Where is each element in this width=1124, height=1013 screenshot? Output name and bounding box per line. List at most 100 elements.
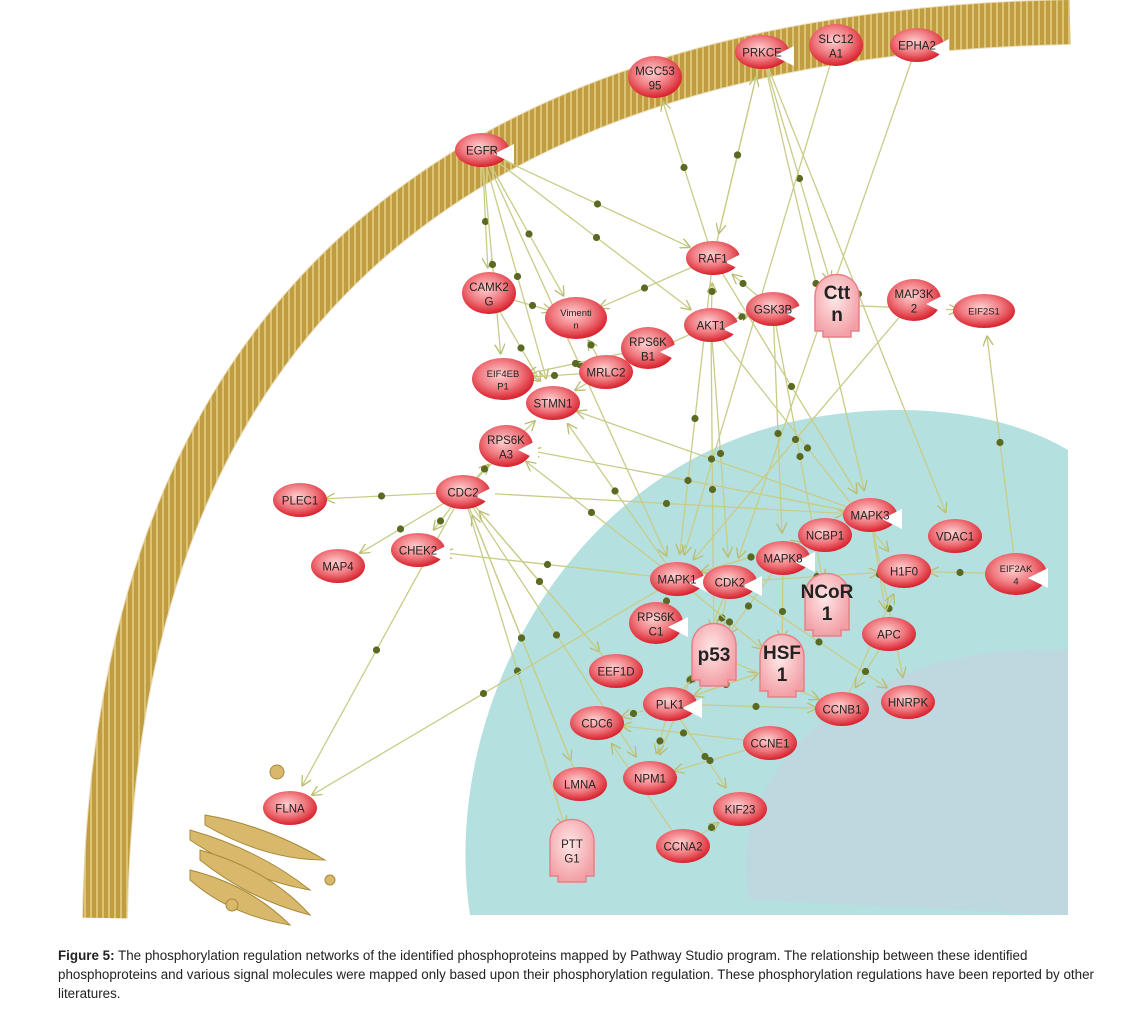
node-GSK3B[interactable]: GSK3B: [746, 292, 805, 326]
node-NCBP1[interactable]: NCBP1: [798, 518, 852, 552]
node-CCNA2[interactable]: CCNA2: [656, 829, 710, 863]
node-label: GSK3B: [754, 304, 793, 316]
node-EIF2S1[interactable]: EIF2S1: [953, 294, 1015, 328]
node-label: CDK2: [715, 577, 746, 589]
node-label: NCBP1: [806, 530, 844, 542]
node-PRKCE[interactable]: PRKCE: [735, 35, 794, 69]
node-PLEC1[interactable]: PLEC1: [273, 483, 327, 517]
node-label: MAPK3: [851, 510, 890, 522]
node-CCNE1[interactable]: CCNE1: [743, 726, 797, 760]
node-CCNB1[interactable]: CCNB1: [815, 692, 869, 726]
node-LMNA[interactable]: LMNA: [553, 767, 607, 801]
node-MAPK1[interactable]: MAPK1: [650, 562, 709, 596]
oval-shape: [877, 554, 931, 588]
node-RPS6KC1[interactable]: RPS6K C1: [629, 602, 688, 644]
edge-dot: [480, 465, 489, 473]
node-label: APC: [877, 629, 901, 641]
transcription-factor-shape: [549, 818, 595, 883]
node-CDC2[interactable]: CDC2: [436, 475, 495, 509]
oval-shape: [311, 549, 365, 583]
node-MAPK3[interactable]: MAPK3: [843, 498, 902, 532]
node-label: RPS6K: [637, 612, 675, 624]
oval-shape: [545, 297, 607, 339]
node-EEF1D[interactable]: EEF1D: [589, 654, 643, 688]
edge-dot: [733, 151, 742, 159]
node-label: EGFR: [466, 145, 498, 157]
node-label: CDC2: [447, 487, 478, 499]
node-CHEK2[interactable]: CHEK2: [391, 533, 450, 567]
node-PLK1[interactable]: PLK1: [643, 687, 702, 721]
edge-MAPK3-STMN1: [578, 412, 871, 516]
oval-shape: [928, 519, 982, 553]
node-VDAC1[interactable]: VDAC1: [928, 519, 982, 553]
node-label: Ctt: [824, 283, 851, 304]
node-NPM1[interactable]: NPM1: [623, 761, 677, 795]
node-p53[interactable]: p53: [691, 622, 737, 687]
node-H1F0[interactable]: H1F0: [877, 554, 931, 588]
node-RAF1[interactable]: RAF1: [686, 241, 745, 275]
edge-EGFR-CAMK2G: [481, 149, 488, 267]
kinase-shape: [479, 425, 533, 467]
node-label: PRKCE: [742, 47, 782, 59]
node-STMN1[interactable]: STMN1: [526, 386, 580, 420]
oval-shape: [553, 767, 607, 801]
node-label: RPS6K: [629, 337, 667, 349]
node-MAP4[interactable]: MAP4: [311, 549, 365, 583]
oval-shape: [263, 791, 317, 825]
edge-dot: [552, 631, 561, 639]
node-MRLC2[interactable]: MRLC2: [579, 355, 633, 389]
node-label: C1: [649, 627, 664, 639]
node-HNRPK[interactable]: HNRPK: [881, 685, 935, 719]
edge-dot: [479, 689, 488, 698]
node-APC[interactable]: APC: [862, 617, 916, 651]
node-MAPK8[interactable]: MAPK8: [756, 541, 815, 575]
edge-MAPK1-FLNA: [312, 578, 678, 795]
node-EPHA2[interactable]: EPHA2: [890, 28, 949, 62]
node-AKT1[interactable]: AKT1: [684, 308, 743, 342]
oval-shape: [862, 617, 916, 651]
edge-dot: [611, 487, 619, 495]
edge-GSK3B-MAPK8: [772, 308, 782, 532]
node-EGFR[interactable]: EGFR: [455, 133, 514, 167]
edge-RAF1-MGC5395: [663, 102, 714, 259]
oval-shape: [462, 272, 516, 314]
node-KIF23[interactable]: KIF23: [713, 792, 767, 826]
edge-dot: [778, 607, 787, 616]
edge-CCNB1-H1F0: [841, 595, 893, 710]
edge-dot: [488, 260, 497, 269]
edge-dot: [377, 492, 386, 500]
edge-MAPK1-STMN1: [568, 424, 678, 580]
oval-shape: [798, 518, 852, 552]
edge-MAPK1-RPS6KA3: [527, 462, 678, 580]
edge-CDC2-MAPK3: [462, 491, 844, 514]
node-label: LMNA: [564, 779, 596, 791]
edge-CDC2-PTTG1: [462, 491, 564, 825]
node-label: FLNA: [275, 803, 305, 815]
node-label: MRLC2: [587, 367, 626, 379]
edge-dot: [513, 272, 522, 281]
edge-dot: [587, 341, 595, 349]
node-CDK2[interactable]: CDK2: [703, 565, 762, 599]
node-FLNA[interactable]: FLNA: [263, 791, 317, 825]
cell-membrane: [83, 0, 1071, 919]
node-CDC6[interactable]: CDC6: [570, 706, 624, 740]
edge-dot: [707, 455, 716, 463]
kinase-notch: [723, 319, 743, 339]
node-label: 1: [777, 665, 788, 686]
kinase-notch: [494, 144, 514, 164]
edge-EGFR-MAPK1: [481, 149, 666, 555]
